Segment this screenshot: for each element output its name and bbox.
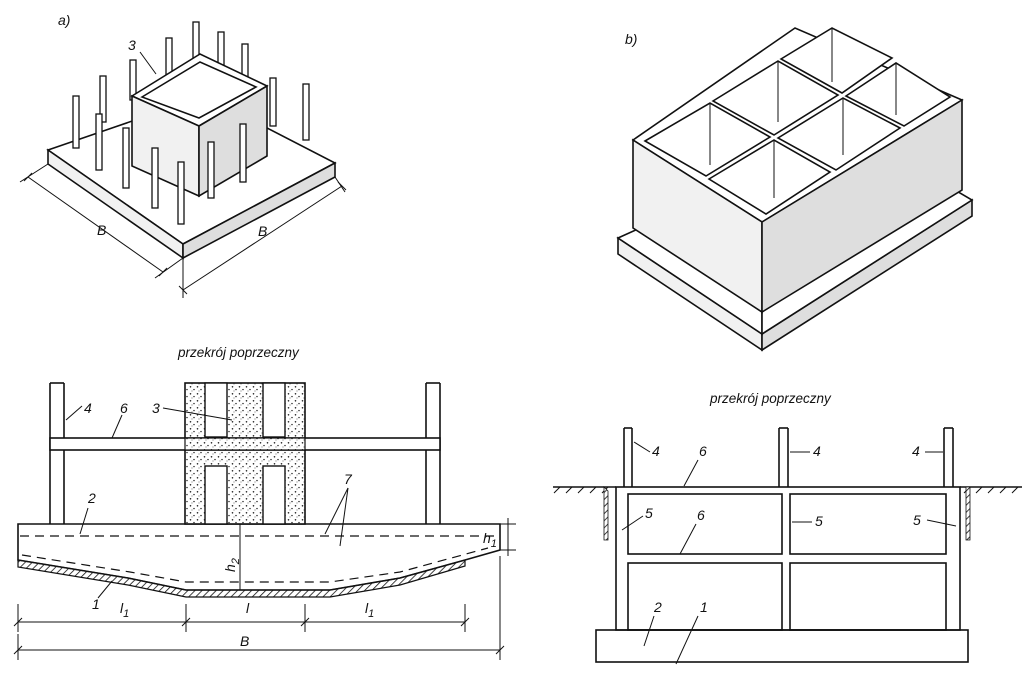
- label-6a: 6: [699, 443, 707, 459]
- cell: [844, 62, 952, 127]
- section-b: przekrój poprzeczny: [553, 391, 1022, 665]
- section-b-box: [615, 486, 961, 631]
- label-2: 2: [87, 490, 96, 506]
- label-5a: 5: [645, 505, 653, 521]
- label-5c: 5: [913, 512, 921, 528]
- rebar: [99, 75, 107, 123]
- label-4b: 4: [813, 443, 821, 459]
- section-b-title: przekrój poprzeczny: [709, 391, 832, 406]
- cell: [779, 27, 894, 94]
- label-4c: 4: [912, 443, 920, 459]
- b-total-label: B: [240, 633, 249, 649]
- h1-label: h1: [483, 530, 497, 550]
- cell: [627, 493, 783, 555]
- dimension-b-total: [13, 556, 505, 660]
- rebar: [239, 123, 247, 183]
- label-1: 1: [700, 599, 708, 615]
- section-a-slab: [17, 523, 501, 598]
- section-a: przekrój poprzeczny: [13, 345, 516, 660]
- rebar: [177, 161, 185, 225]
- ground-surface: [553, 486, 1022, 541]
- label-2: 2: [653, 599, 662, 615]
- label-1: 1: [92, 596, 100, 612]
- panel-a-label: a): [58, 12, 70, 28]
- dimension-b-right-label: B: [258, 223, 267, 239]
- l-mid-label: l: [246, 600, 250, 616]
- cell: [776, 97, 902, 171]
- panel-a-isometric: a) 3: [19, 12, 347, 298]
- cell: [627, 562, 783, 631]
- rebar: [95, 113, 103, 171]
- rebars-front: [95, 113, 247, 225]
- l1-left-label: l1: [120, 600, 129, 620]
- label-3: 3: [152, 400, 160, 416]
- section-b-plinth: [595, 629, 969, 663]
- rebar: [207, 141, 215, 199]
- label-4a: 4: [652, 443, 660, 459]
- rebar: [192, 21, 200, 59]
- dimension-l-row: [13, 604, 470, 632]
- dimension-b-left: [19, 163, 184, 279]
- rebar: [302, 83, 310, 141]
- rebar: [269, 77, 277, 127]
- cell: [643, 102, 772, 177]
- h2-label: h2: [222, 558, 242, 572]
- dimension-h1: [500, 518, 516, 556]
- section-a-frame: [49, 382, 441, 524]
- cell: [789, 493, 947, 555]
- label-7: 7: [344, 471, 353, 487]
- l1-right-label: l1: [365, 600, 374, 620]
- label-4: 4: [84, 400, 92, 416]
- panel-b-isometric: b): [616, 27, 974, 352]
- leader-line: [139, 51, 157, 75]
- rebar: [122, 127, 130, 189]
- box-cells: [643, 27, 952, 215]
- section-a-column: [184, 382, 306, 525]
- rebar: [151, 147, 159, 209]
- dimension-b-right: [178, 176, 347, 298]
- section-b-posts: [623, 427, 954, 487]
- column-number-label: 3: [128, 37, 136, 53]
- section-a-title: przekrój poprzeczny: [177, 345, 300, 360]
- dimension-b-left-label: B: [97, 222, 106, 238]
- rebar: [72, 95, 80, 149]
- panel-b-label: b): [625, 31, 637, 47]
- label-6: 6: [120, 400, 128, 416]
- cell: [711, 60, 840, 136]
- cell: [707, 139, 832, 215]
- label-6b: 6: [697, 507, 705, 523]
- label-5b: 5: [815, 513, 823, 529]
- cell: [789, 562, 947, 631]
- box-base-plinth: [616, 189, 974, 352]
